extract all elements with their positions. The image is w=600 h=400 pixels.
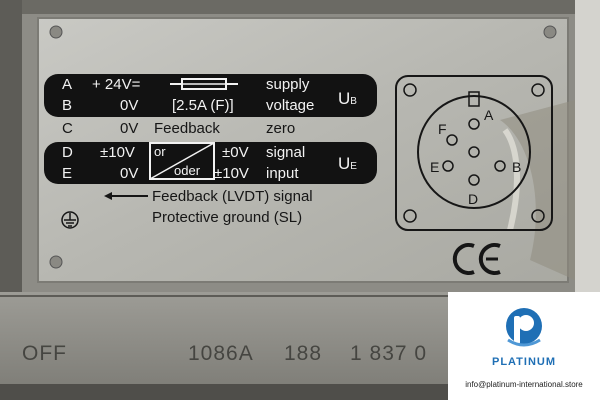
ue-label: UE [338, 154, 357, 173]
lvdt-feedback-label: Feedback (LVDT) signal [152, 188, 313, 205]
connector-diagram [395, 75, 553, 231]
input-range-right: ±10V [214, 165, 249, 182]
fuse-rating: [2.5A (F)] [172, 97, 234, 114]
row-letter-c: C [62, 120, 73, 137]
row-letter-b: B [62, 97, 73, 114]
pin-label-b: B [512, 159, 522, 175]
platinum-email-text: info@platinum-international.store [465, 380, 583, 389]
box-oder-label: oder [174, 163, 201, 178]
row-letter-a: A [62, 76, 73, 93]
voltage-label: voltage [266, 97, 315, 114]
supply-voltage-value: + 24V= [92, 76, 141, 93]
zero-voltage-value: 0V [120, 97, 139, 114]
pin-label-f: F [438, 121, 447, 137]
box-or-label: or [154, 144, 166, 159]
pin-label-d: D [468, 191, 479, 207]
platinum-brand-text: PLATINUM [491, 356, 556, 368]
signal-select-box [149, 142, 215, 180]
pin-label-a: A [484, 107, 494, 123]
zero-label: zero [266, 120, 296, 137]
stamp-code-188: 188 [284, 342, 323, 365]
fuse-symbol [170, 78, 238, 90]
signal-range-right: ±0V [222, 144, 249, 161]
feedback-label: Feedback [154, 120, 220, 137]
ub-label: UB [338, 89, 357, 108]
input-zero-left: 0V [120, 165, 139, 182]
platinum-logo-panel: PLATINUM info@platinum-international.sto… [448, 292, 600, 400]
supply-label: supply [266, 76, 310, 93]
feedback-zero-value: 0V [120, 120, 139, 137]
signal-label: signal [266, 144, 306, 161]
protective-ground-label: Protective ground (SL) [152, 209, 303, 226]
input-label: input [266, 165, 299, 182]
row-letter-d: D [62, 144, 73, 161]
pin-label-e: E [430, 159, 440, 175]
ground-icon [61, 211, 79, 229]
stamp-code-serial: 1 837 0 [350, 342, 428, 365]
row-letter-e: E [62, 165, 73, 182]
platinum-logo-icon [506, 308, 542, 347]
ce-mark [452, 243, 501, 275]
stamp-code-off: OFF [22, 342, 67, 365]
signal-range-left: ±10V [100, 144, 135, 161]
stamp-code-model: 1086A [188, 342, 254, 365]
